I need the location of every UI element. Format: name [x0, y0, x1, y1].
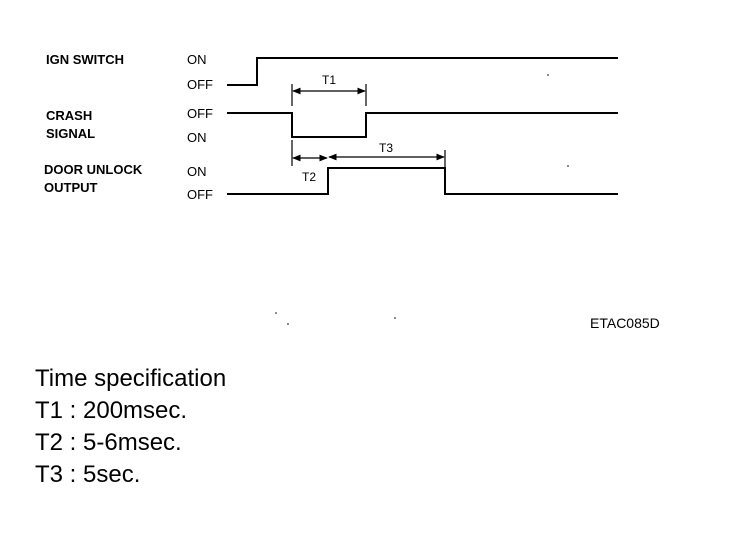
crash-signal-waveform	[227, 112, 618, 138]
label-door-line1: DOOR UNLOCK	[44, 162, 143, 177]
spec-t2: T2 : 5-6msec.	[35, 429, 182, 456]
ign-on-state: ON	[187, 52, 207, 67]
crash-off-state: OFF	[187, 106, 213, 121]
door-off-state: OFF	[187, 187, 213, 202]
label-ign-switch: IGN SWITCH	[46, 52, 124, 67]
spec-t3: T3 : 5sec.	[35, 461, 140, 488]
scan-speck	[567, 165, 569, 167]
t1-label: T1	[322, 73, 336, 87]
figure-code: ETAC085D	[590, 315, 660, 331]
crash-on-state: ON	[187, 130, 207, 145]
door-on-state: ON	[187, 164, 207, 179]
ign-off-state: OFF	[187, 77, 213, 92]
scan-speck	[547, 74, 549, 76]
spec-title: Time specification	[35, 365, 226, 392]
door-unlock-waveform	[227, 167, 618, 195]
label-door-line2: OUTPUT	[44, 180, 98, 195]
label-crash-line2: SIGNAL	[46, 126, 95, 141]
ign-switch-waveform	[227, 57, 618, 86]
spec-t1: T1 : 200msec.	[35, 397, 187, 424]
scan-speck	[275, 312, 277, 314]
t2-label: T2	[302, 170, 316, 184]
scan-speck	[287, 323, 289, 325]
t3-label: T3	[379, 141, 393, 155]
label-crash-line1: CRASH	[46, 108, 92, 123]
scan-speck	[394, 317, 396, 319]
